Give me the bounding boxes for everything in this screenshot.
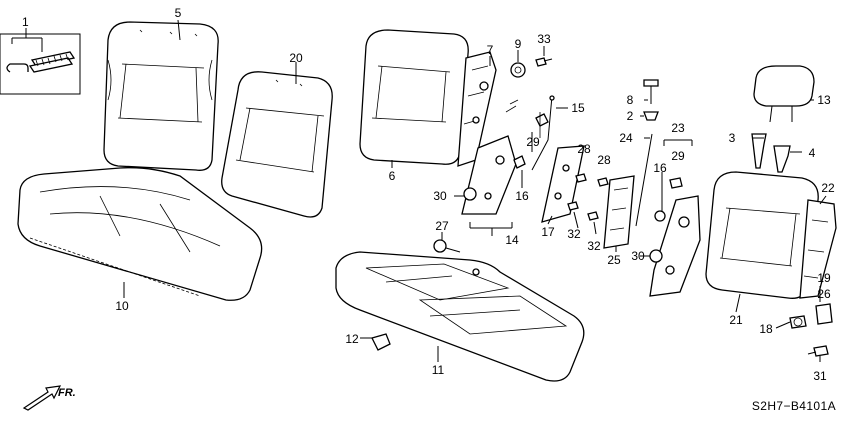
part-12-clip <box>360 333 391 351</box>
part-6-seatback <box>359 29 497 167</box>
part-32-bolt-a <box>567 201 579 211</box>
part-1-clip-kit <box>0 28 81 95</box>
callout-8: 8 <box>627 93 634 107</box>
callout-31: 31 <box>813 369 827 383</box>
callout-16-left: 16 <box>515 189 529 203</box>
callout-17: 17 <box>541 225 555 239</box>
callout-26: 26 <box>817 287 831 301</box>
callout-13: 13 <box>817 93 831 107</box>
part-26-cover <box>815 303 833 325</box>
callout-2: 2 <box>627 109 634 123</box>
callout-19: 19 <box>817 271 831 285</box>
part-22-side-frame <box>799 199 837 299</box>
callout-11: 11 <box>432 363 445 377</box>
part-29-bolt-left <box>535 112 549 138</box>
callout-25: 25 <box>607 253 621 267</box>
callout-7: 7 <box>487 43 494 57</box>
callout-29-left: 29 <box>526 135 540 149</box>
part-16-bolt-left <box>513 155 526 188</box>
part-33-bolt <box>535 57 553 67</box>
callout-32-a: 32 <box>567 227 581 241</box>
callout-30-right: 30 <box>631 249 645 263</box>
part-20-seatback-cover <box>221 71 333 218</box>
callout-27: 27 <box>435 219 449 233</box>
part-8-bolt <box>643 79 659 104</box>
callout-24: 24 <box>619 131 633 145</box>
part-5-seatback-cover <box>103 21 219 171</box>
callout-6: 6 <box>389 169 396 183</box>
callout-28-b: 28 <box>597 153 611 167</box>
callout-28-a: 28 <box>577 142 591 156</box>
part-31-bolt <box>807 345 829 357</box>
callout-30-left: 30 <box>433 189 447 203</box>
part-4-guide <box>773 145 791 173</box>
callout-22: 22 <box>821 181 835 195</box>
callout-numbers: 1 5 20 6 7 9 33 10 11 12 15 29 16 30 27 … <box>22 6 835 383</box>
part-27-bolt <box>433 239 461 253</box>
callout-29-right: 29 <box>671 149 685 163</box>
part-30-nut-right <box>649 249 663 263</box>
part-3-guide <box>751 133 767 169</box>
diagram-code: S2H7−B4101A <box>752 399 836 413</box>
callout-12: 12 <box>345 332 359 346</box>
part-13-headrest <box>753 65 815 123</box>
part-29-bolt-right <box>669 177 683 189</box>
callout-5: 5 <box>175 6 182 20</box>
part-18-bolt <box>789 315 807 329</box>
callout-20: 20 <box>289 51 303 65</box>
part-10-seat-cushion-cover <box>17 167 263 301</box>
front-direction-arrow: FR. <box>22 385 76 411</box>
callout-33: 33 <box>537 32 551 46</box>
callout-4: 4 <box>809 146 816 160</box>
part-28-bolt-a <box>575 173 587 183</box>
part-2-guide <box>643 111 659 121</box>
callout-18: 18 <box>759 322 773 336</box>
callout-3: 3 <box>729 131 736 145</box>
callout-9: 9 <box>515 37 522 51</box>
part-9-nut <box>510 62 526 78</box>
callout-32-b: 32 <box>587 239 601 253</box>
callout-16-right: 16 <box>653 161 667 175</box>
part-24-rod <box>635 133 653 227</box>
callout-21: 21 <box>729 313 743 327</box>
callout-23: 23 <box>671 121 685 135</box>
part-17-bracket <box>541 145 585 223</box>
callout-15: 15 <box>571 101 585 115</box>
callout-1: 1 <box>22 15 29 29</box>
part-23-hinge-right <box>649 139 701 297</box>
part-15-rod <box>531 95 555 171</box>
part-28-bolt-b <box>597 177 609 187</box>
part-30-nut-left <box>463 187 477 201</box>
callout-14: 14 <box>505 233 519 247</box>
part-25-cover <box>603 175 635 249</box>
callout-10: 10 <box>115 299 129 313</box>
front-direction-label: FR. <box>58 387 76 399</box>
part-11-seat-cushion <box>335 251 585 382</box>
part-32-bolt-b <box>587 211 599 221</box>
leader-lines <box>123 19 827 362</box>
